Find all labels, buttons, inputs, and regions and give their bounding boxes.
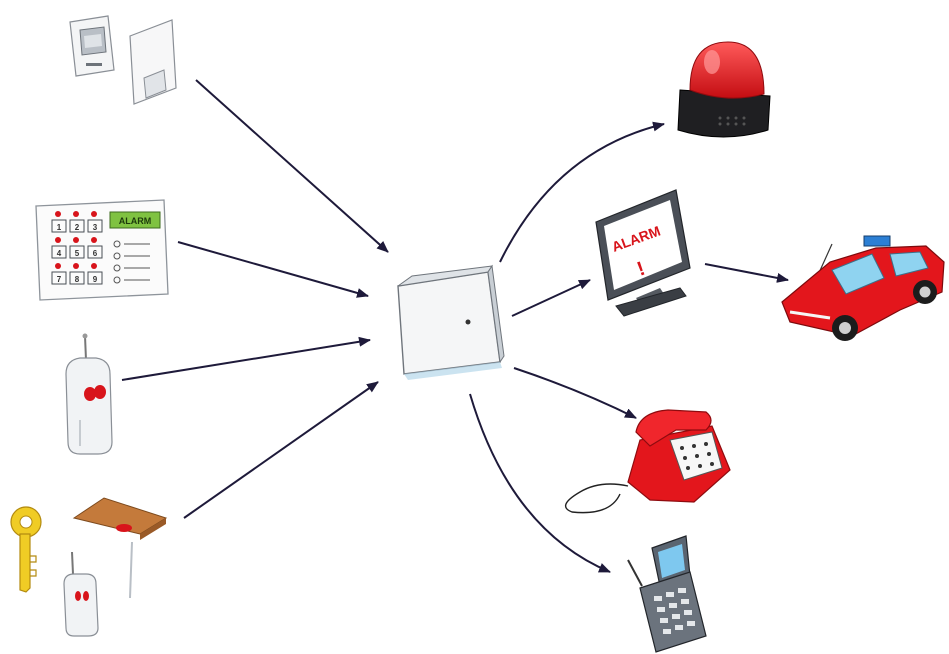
arrow-panel-to-monitor [511, 279, 591, 317]
keypad-indicators [113, 240, 150, 284]
key-2: 2 [75, 223, 80, 232]
keypad-display [109, 211, 161, 229]
siren-icon [677, 41, 771, 138]
arrow-panel-to-telephone [513, 367, 637, 419]
keypad-digits: 1 2 3 4 5 6 7 8 9 [57, 223, 98, 284]
key-3: 3 [93, 223, 98, 232]
keypad-keys [51, 219, 103, 285]
remote-control-icon [65, 333, 113, 455]
arrow-sensors-to-panel [195, 79, 389, 253]
mobile-phone-icon [627, 535, 707, 653]
control-panel-icon [397, 264, 505, 380]
key-5: 5 [75, 249, 80, 258]
arrow-remote-to-panel [121, 336, 371, 381]
key-6: 6 [93, 249, 98, 258]
key-9: 9 [93, 275, 98, 284]
key-7: 7 [57, 275, 62, 284]
monitor-icon: ALARM ! [595, 189, 691, 317]
arrow-panel-to-siren [499, 121, 665, 263]
key-switch-icon [10, 497, 168, 637]
key-8: 8 [75, 275, 80, 284]
telephone-icon [564, 409, 731, 514]
police-car-icon [781, 235, 945, 341]
alarm-keypad-icon: ALARM 1 2 3 4 5 6 7 8 9 [35, 199, 169, 301]
arrows [121, 79, 789, 573]
arrow-monitor-to-car [704, 263, 789, 283]
keypad-display-text: ALARM [119, 216, 152, 226]
motion-sensor-icon [69, 15, 177, 105]
arrow-keypad-to-panel [177, 241, 369, 298]
arrow-panel-to-mobile [469, 393, 611, 573]
key-1: 1 [57, 223, 62, 232]
key-4: 4 [57, 249, 62, 258]
arrow-keyswitch-to-panel [183, 381, 379, 519]
